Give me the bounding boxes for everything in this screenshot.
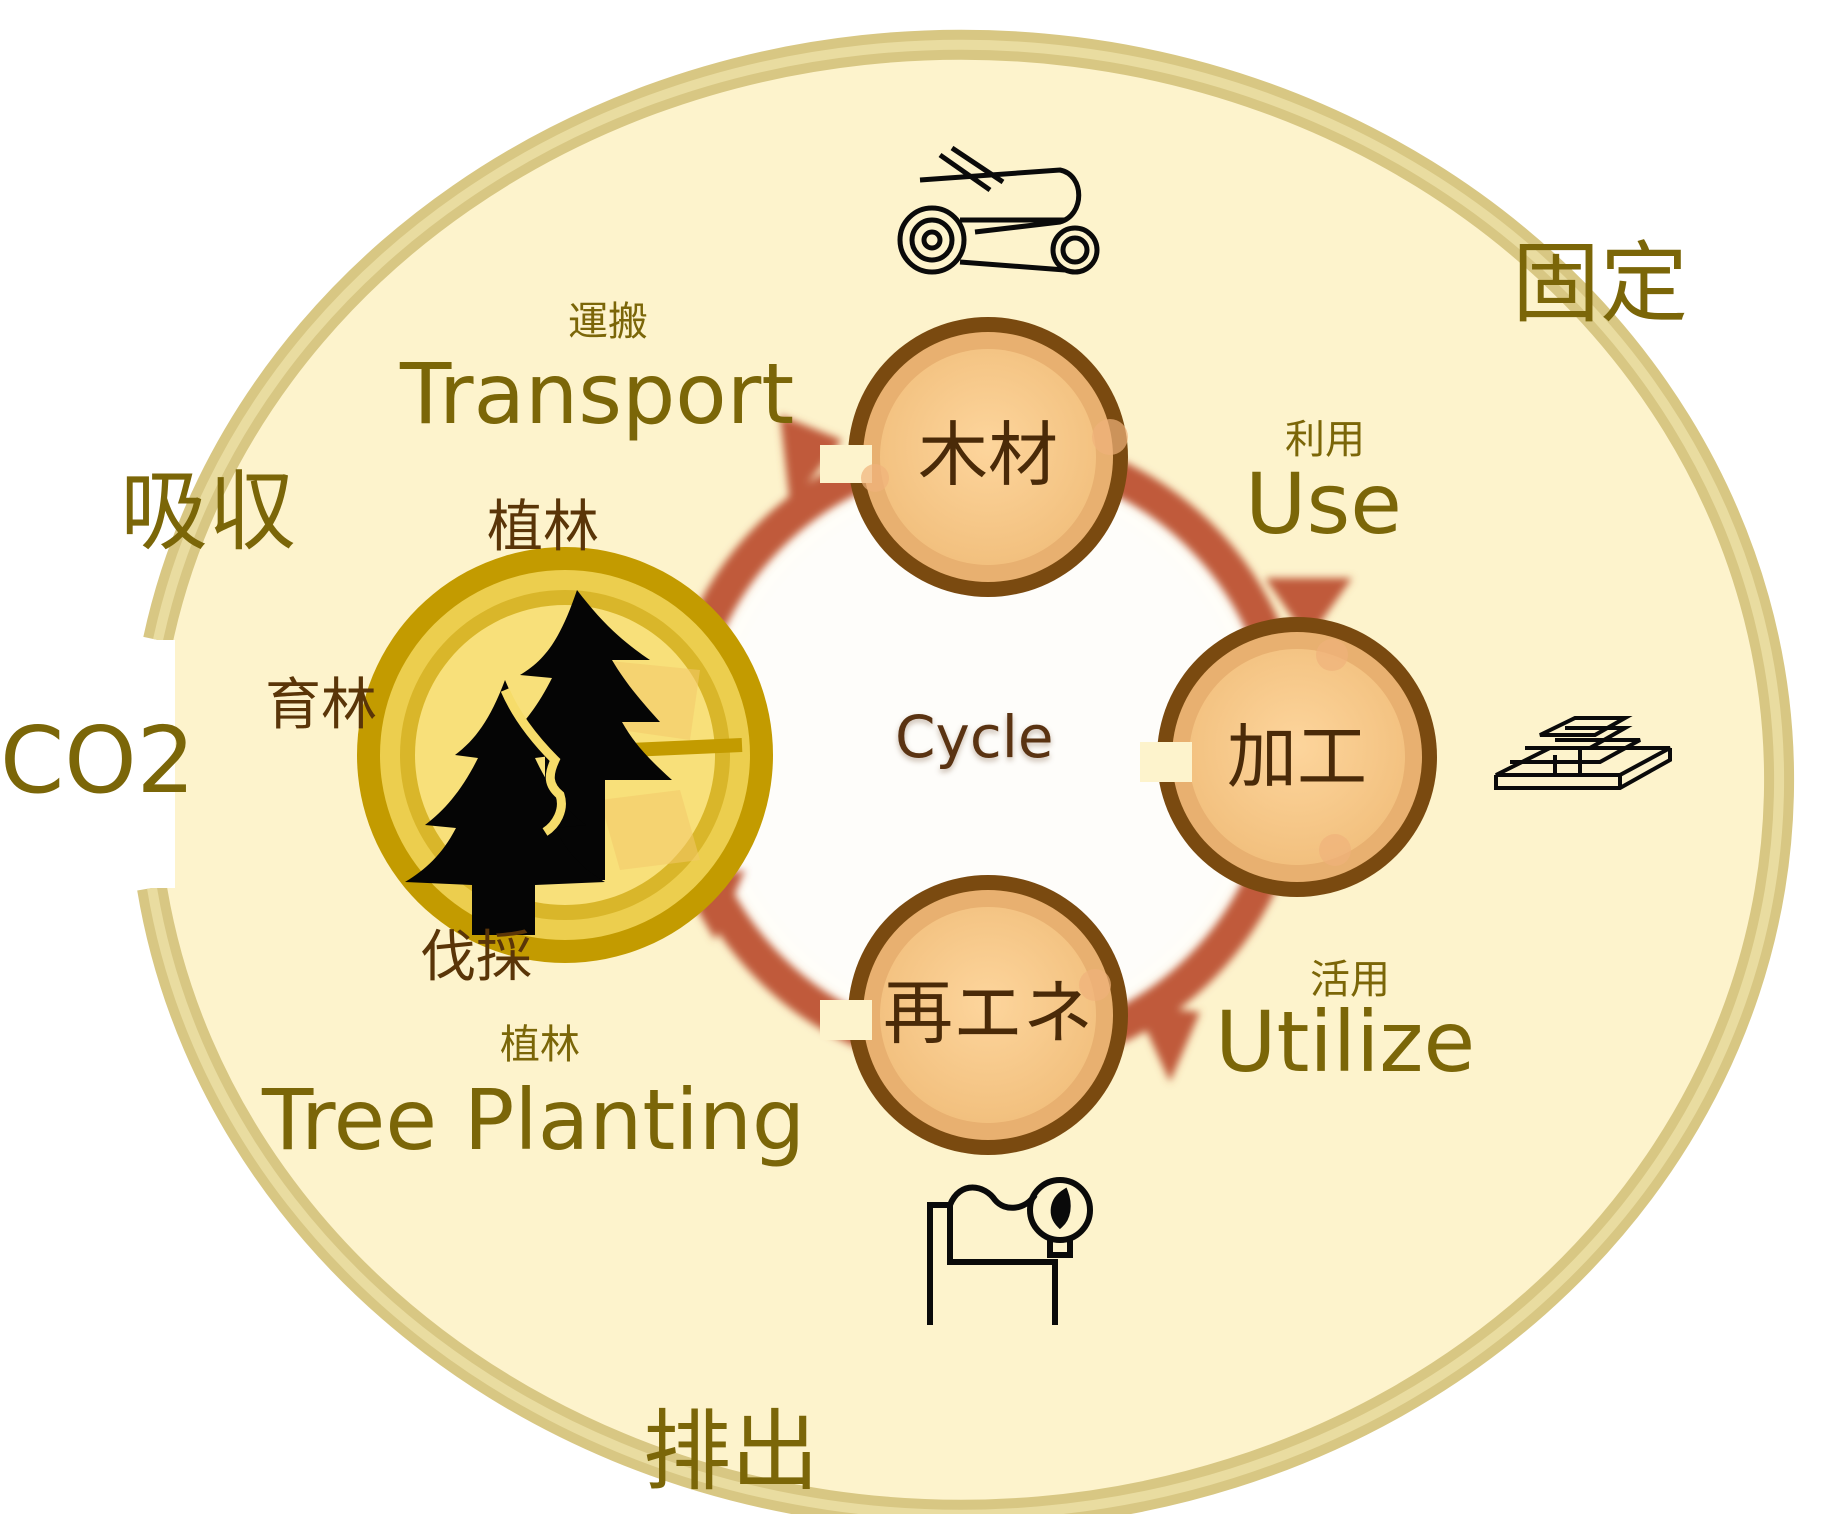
pine-trees-icon bbox=[405, 590, 672, 935]
forest-left-label: 育林 bbox=[265, 673, 377, 738]
wood-node bbox=[820, 317, 1128, 597]
utilize-en-label: Utilize bbox=[1215, 993, 1476, 1091]
lumber-stack-icon bbox=[1494, 716, 1672, 790]
cycle-inner-glow bbox=[685, 452, 1285, 1052]
renewable-energy-node bbox=[820, 875, 1128, 1155]
logs-icon bbox=[897, 145, 1100, 275]
planting-jp-label: 植林 bbox=[500, 1022, 580, 1068]
renewable-energy-node-label: 再エネ bbox=[883, 972, 1093, 1054]
cycle-center-label: Cycle bbox=[895, 703, 1054, 771]
wood-node-label: 木材 bbox=[918, 414, 1058, 496]
co2-label: CO2 bbox=[0, 707, 196, 814]
planting-en-label: Tree Planting bbox=[262, 1071, 806, 1169]
utilize-jp-label: 活用 bbox=[1310, 957, 1390, 1003]
processing-node bbox=[1140, 617, 1437, 897]
emit-label: 排出 bbox=[643, 1400, 820, 1503]
processing-node-label: 加工 bbox=[1227, 716, 1367, 798]
fix-label: 固定 bbox=[1512, 232, 1689, 335]
forest-bottom-label: 伐採 bbox=[420, 925, 532, 990]
forest-top-label: 植林 bbox=[487, 495, 599, 560]
absorb-label: 吸収 bbox=[120, 460, 297, 563]
use-en-label: Use bbox=[1245, 455, 1402, 553]
transport-en-label: Transport bbox=[400, 345, 795, 443]
use-jp-label: 利用 bbox=[1285, 417, 1365, 463]
eco-power-plant-icon bbox=[927, 1177, 1093, 1325]
transport-jp-label: 運搬 bbox=[568, 299, 648, 345]
